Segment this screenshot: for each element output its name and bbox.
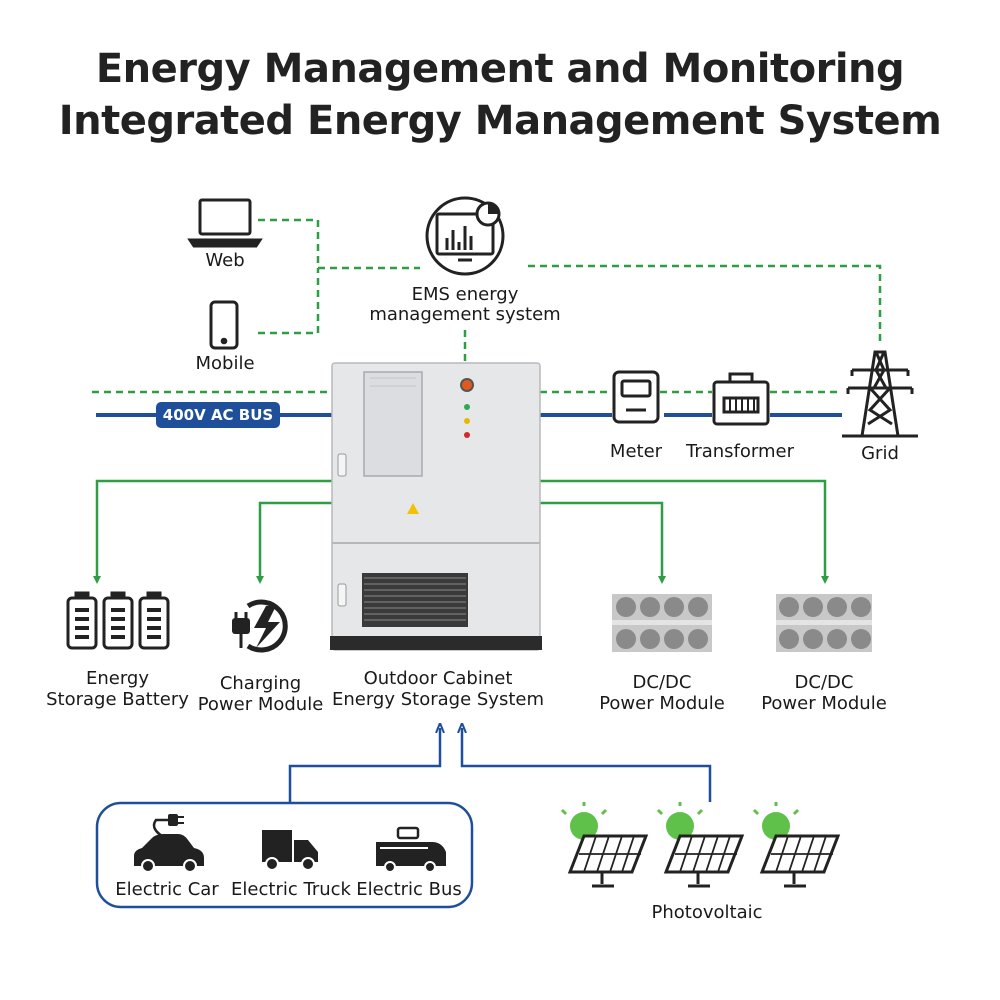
- cabinet-label-line-1: Outdoor Cabinet: [363, 668, 513, 689]
- smartphone-icon: [209, 300, 239, 350]
- pylon-icon: [842, 350, 918, 438]
- title-line-2: Integrated Energy Management System: [58, 98, 942, 144]
- photovoltaic-label: Photovoltaic: [651, 902, 763, 923]
- electric-bus-label: Electric Bus: [356, 879, 462, 900]
- truck-icon: [262, 830, 318, 871]
- ac-bus-label: 400V AC BUS: [156, 402, 280, 428]
- web-label: Web: [205, 250, 245, 271]
- solar-panel-icon: [752, 802, 841, 888]
- battery-icon: [66, 591, 170, 650]
- title-line-1: Energy Management and Monitoring: [95, 46, 905, 92]
- power-module-icon: [612, 594, 712, 652]
- power-feed-lines: [93, 479, 829, 584]
- vehicles-input: [288, 728, 440, 802]
- meter-icon: [612, 370, 660, 424]
- feed-dcdc2: [540, 479, 829, 584]
- comm-lines: [92, 218, 882, 394]
- feed-charging: [256, 501, 332, 584]
- electric-car-label: Electric Car: [115, 879, 219, 900]
- bus-icon: [376, 826, 446, 873]
- dcdc1-label-line-1: DC/DC: [632, 672, 692, 693]
- charging-label-line-2: Power Module: [197, 694, 324, 715]
- dcdc2-label-line-2: Power Module: [761, 693, 887, 714]
- ems-label-line-2: management system: [369, 304, 561, 325]
- charging-plug-icon: [232, 599, 288, 653]
- monitor-chart-icon: [425, 196, 505, 276]
- grid-link: [528, 264, 882, 342]
- feed-battery: [93, 479, 332, 584]
- electric-truck-label: Electric Truck: [231, 879, 351, 900]
- car-icon: [134, 814, 204, 873]
- grid-label: Grid: [861, 443, 899, 464]
- ems-label-line-1: EMS energy: [411, 284, 519, 305]
- cabinet-label-line-2: Energy Storage System: [331, 689, 544, 710]
- pv-input: [462, 728, 712, 802]
- transformer-icon: [712, 372, 770, 426]
- dcdc2-label-line-1: DC/DC: [794, 672, 854, 693]
- input-lines: [288, 728, 712, 802]
- mobile-link: [258, 268, 320, 335]
- transformer-label: Transformer: [685, 441, 794, 462]
- battery-label-line-2: Storage Battery: [46, 689, 189, 710]
- feed-dcdc1: [540, 501, 666, 584]
- battery-label-line-1: Energy: [85, 668, 150, 689]
- solar-panel-icon: [560, 802, 649, 888]
- dcdc1-label-line-2: Power Module: [599, 693, 725, 714]
- vehicles-group-box: [95, 801, 474, 909]
- cabinet-icon: [330, 362, 542, 651]
- mobile-label: Mobile: [195, 353, 255, 374]
- power-module-icon: [776, 594, 872, 652]
- meter-label: Meter: [609, 441, 663, 462]
- solar-panel-icon: [656, 802, 745, 888]
- web-link: [258, 218, 420, 270]
- laptop-icon: [187, 198, 263, 248]
- charging-label-line-1: Charging: [219, 673, 302, 694]
